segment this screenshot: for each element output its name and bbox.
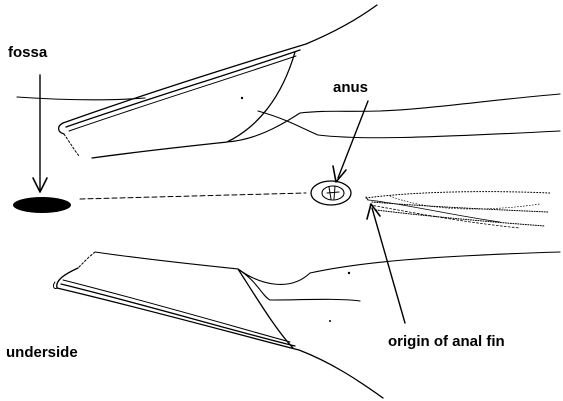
underside-label: underside — [6, 345, 78, 360]
lower-pelvic-fin — [54, 252, 383, 398]
anus-mark — [311, 101, 368, 205]
anal-fin — [366, 192, 550, 228]
upper-body-outline — [17, 94, 560, 142]
fossa-mark — [13, 75, 71, 213]
midline-dashed — [80, 193, 306, 199]
fossa-label: fossa — [8, 45, 47, 60]
upper-pelvic-fin — [59, 5, 377, 158]
origin-of-anal-fin-label: origin of anal fin — [388, 334, 505, 349]
anus-label: anus — [333, 80, 368, 95]
